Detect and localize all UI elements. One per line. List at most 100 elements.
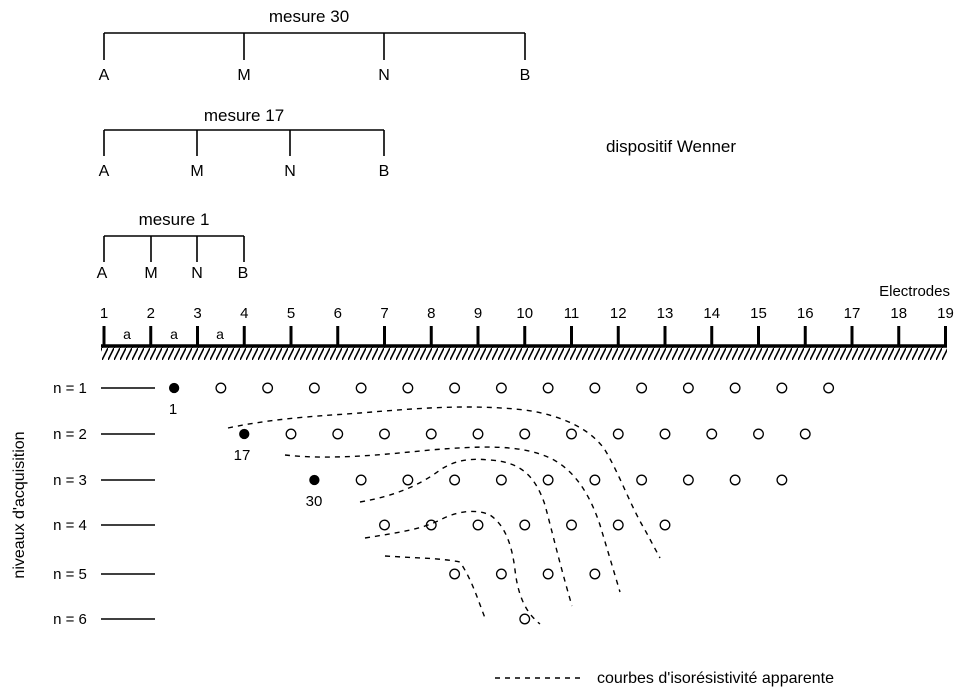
electrode-number-7: 7 (380, 305, 388, 322)
isoresistivity-curve-4 (364, 510, 541, 625)
legend-text: courbes d'isorésistivité apparente (597, 670, 834, 687)
measure-point-filled-30 (309, 474, 320, 486)
measure-point (776, 382, 788, 394)
measure-point (495, 568, 507, 580)
level-label-2: n = 2 (53, 426, 87, 443)
measure-1-electrode-n: N (191, 265, 203, 282)
measure-17-electrode-b: B (379, 163, 390, 180)
measure-point (449, 568, 461, 580)
isoresistivity-curve-5 (384, 555, 486, 619)
measure-point (753, 428, 764, 440)
electrode-number-19: 19 (937, 305, 954, 322)
measure-point (449, 474, 461, 486)
measure-point (308, 382, 320, 394)
measure-point (425, 428, 437, 440)
level-label-3: n = 3 (53, 472, 87, 489)
measure-point (495, 382, 507, 394)
isoresistivity-curve-2 (284, 446, 621, 593)
ground-hatch (101, 346, 947, 360)
measure-point (402, 382, 414, 394)
electrode-number-2: 2 (147, 305, 155, 322)
measure-point (659, 428, 671, 440)
measure-point (776, 474, 788, 486)
measure-point (519, 519, 531, 531)
electrode-number-10: 10 (516, 305, 533, 322)
measure-point (355, 382, 367, 394)
electrode-number-3: 3 (193, 305, 201, 322)
measure-point (566, 519, 577, 531)
measure-17-electrode-m: M (190, 163, 203, 180)
measure-point (355, 474, 367, 486)
isoresistivity-curve-outer (227, 406, 661, 559)
measure-1-electrode-m: M (144, 265, 157, 282)
measure-point-label-17: 17 (234, 447, 251, 464)
measure-point (379, 519, 390, 531)
measure-point-label-1: 1 (169, 401, 177, 418)
measure-point (519, 613, 531, 625)
electrode-number-4: 4 (240, 305, 248, 322)
measure-point (589, 568, 601, 580)
measure-17-bracket: mesure 17 A M N B (99, 106, 390, 180)
electrode-number-9: 9 (474, 305, 482, 322)
electrode-number-5: 5 (287, 305, 295, 322)
measure-30-electrode-m: M (237, 67, 250, 84)
measure-point (706, 428, 718, 440)
electrode-number-14: 14 (703, 305, 720, 322)
measure-point (472, 428, 484, 440)
electrode-number-12: 12 (610, 305, 627, 322)
measure-17-electrode-n: N (284, 163, 296, 180)
measure-point (589, 382, 601, 394)
level-label-5: n = 5 (53, 566, 87, 583)
electrode-number-8: 8 (427, 305, 435, 322)
measure-point (449, 382, 461, 394)
measure-point (472, 519, 484, 531)
measure-30-label: mesure 30 (269, 7, 349, 26)
acquisition-axis-label: niveaux d'acquisition (11, 431, 28, 578)
measure-1-electrode-a: A (97, 265, 108, 282)
measure-point (636, 474, 648, 486)
measure-point (612, 519, 624, 531)
level-label-4: n = 4 (53, 517, 87, 534)
measure-point (636, 382, 648, 394)
measure-point (262, 382, 274, 394)
measure-30-electrode-b: B (520, 67, 531, 84)
measure-point (729, 382, 741, 394)
measure-17-electrode-a: A (99, 163, 110, 180)
measure-point (682, 382, 694, 394)
measure-17-label: mesure 17 (204, 106, 284, 125)
measure-point-label-30: 30 (306, 493, 323, 510)
measurement-points (168, 382, 835, 625)
measure-1-electrode-b: B (238, 265, 249, 282)
isoresistivity-curve-3 (359, 458, 573, 607)
measure-point (519, 428, 531, 440)
spacing-label-1: a (123, 326, 131, 342)
measure-1-bracket: mesure 1 A M N B (97, 210, 249, 282)
measure-point (682, 474, 694, 486)
level-label-6: n = 6 (53, 611, 87, 628)
measure-point (729, 474, 741, 486)
electrode-number-11: 11 (564, 305, 580, 322)
measure-point (542, 568, 554, 580)
measure-30-electrode-n: N (378, 67, 390, 84)
electrode-number-16: 16 (797, 305, 814, 322)
electrode-number-13: 13 (657, 305, 674, 322)
measure-30-bracket: mesure 30 A M N B (99, 7, 531, 84)
electrode-number-1: 1 (100, 305, 108, 322)
measure-point (542, 382, 554, 394)
electrode-number-15: 15 (750, 305, 767, 322)
measure-point (542, 474, 554, 486)
electrode-number-18: 18 (890, 305, 907, 322)
electrode-ticks (102, 326, 947, 346)
electrode-number-17: 17 (844, 305, 861, 322)
measure-1-label: mesure 1 (139, 210, 210, 229)
measure-point (332, 428, 344, 440)
measure-point-filled-17 (239, 428, 250, 440)
diagram-title: dispositif Wenner (606, 137, 736, 156)
level-labels: n = 1n = 2n = 3n = 4n = 5n = 6 (53, 380, 155, 628)
measure-30-electrode-a: A (99, 67, 110, 84)
electrodes-label: Electrodes (879, 283, 950, 300)
measure-point (402, 474, 414, 486)
